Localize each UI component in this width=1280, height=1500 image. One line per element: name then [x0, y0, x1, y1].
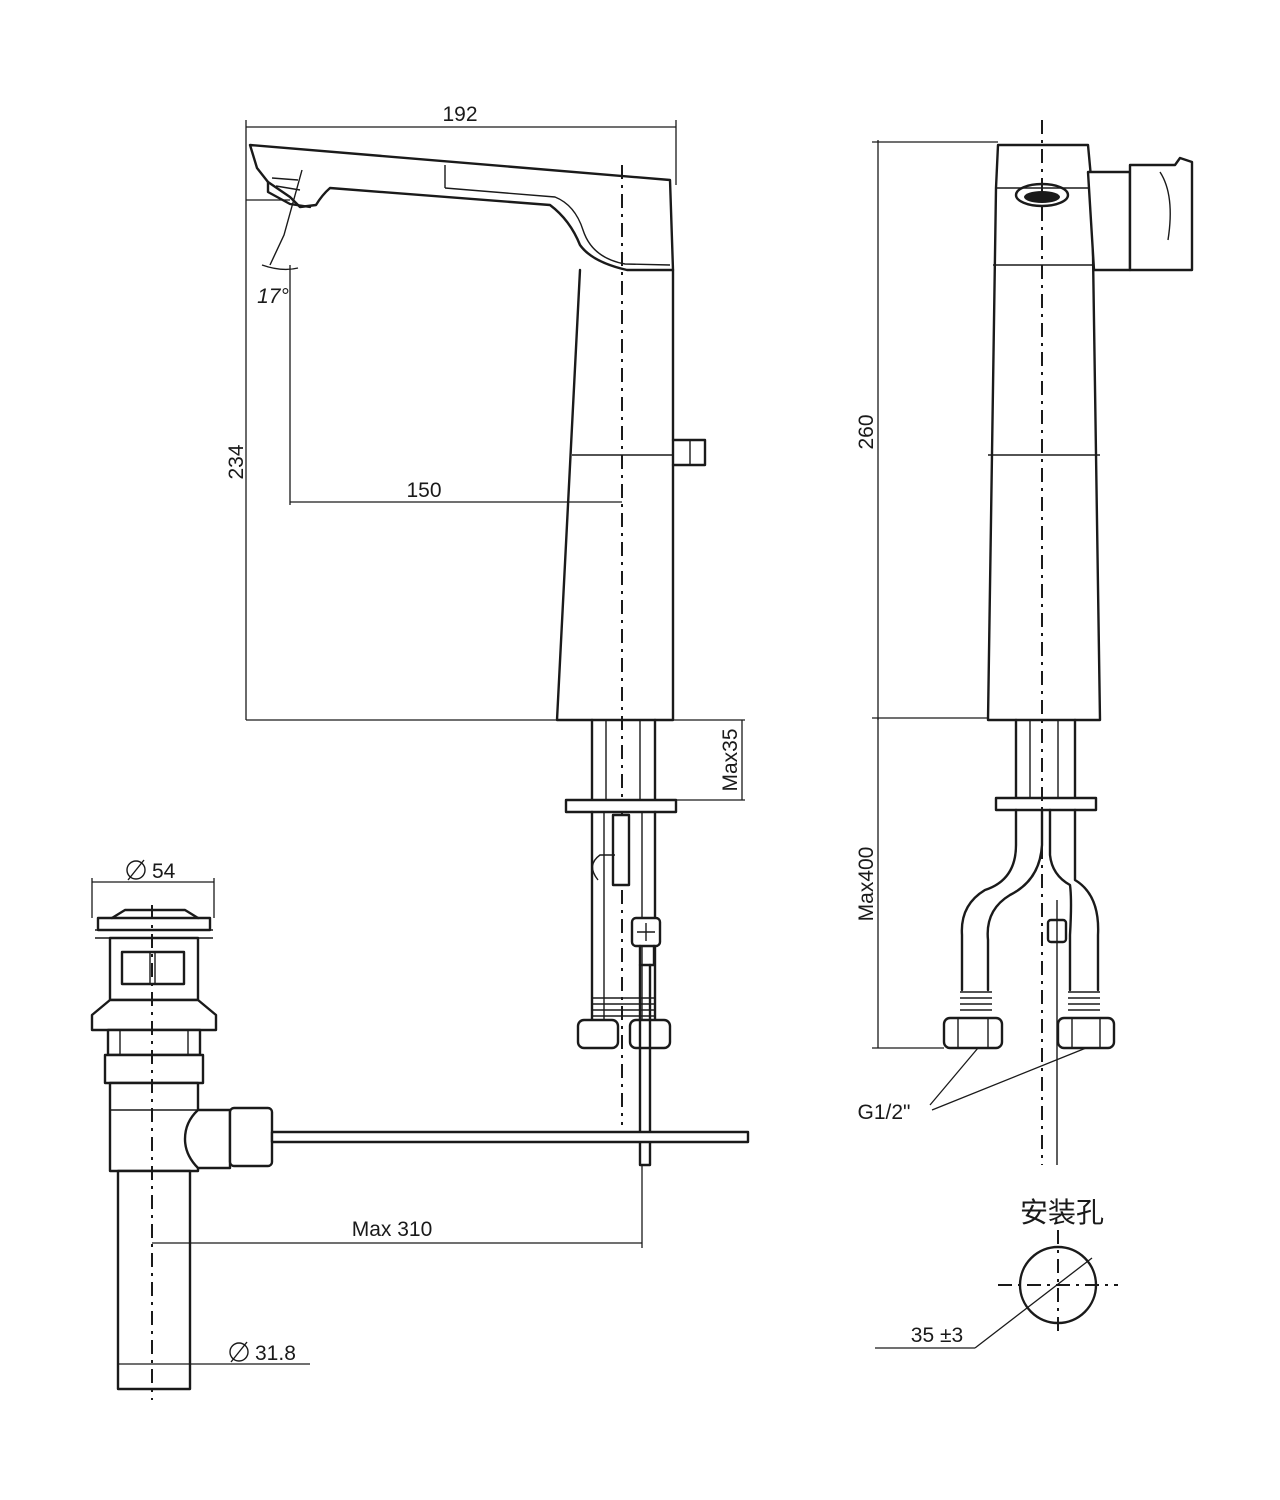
dim-260-label: 260 [855, 414, 878, 449]
thread-spec-label: G1/2" [858, 1101, 911, 1124]
front-view-shank [564, 718, 678, 1167]
angle-17-label: 17° [257, 285, 289, 308]
dim-234-label: 234 [225, 444, 248, 479]
dim-31-8: 31.8 [229, 1341, 296, 1365]
dim-54: 54 [126, 859, 176, 883]
dimension-lines [91, 120, 1087, 1389]
dim-31-8-label: 31.8 [255, 1342, 296, 1365]
dim-max35-label: Max35 [719, 728, 742, 791]
dim-max310-label: Max 310 [352, 1218, 433, 1241]
dim-35-label: 35 ±3 [911, 1324, 963, 1347]
diameter-symbol-icon [229, 1342, 249, 1362]
diameter-symbol-icon [126, 860, 146, 880]
dim-max400-label: Max400 [855, 847, 878, 922]
dim-54-label: 54 [152, 860, 176, 883]
dim-150-label: 150 [406, 479, 441, 502]
dim-192-label: 192 [442, 103, 477, 126]
front-view-faucet [248, 143, 707, 722]
side-view-faucet [942, 143, 1194, 1050]
mounting-hole-detail [875, 1230, 1118, 1349]
mounting-hole-title: 安装孔 [1020, 1196, 1104, 1229]
drain-assembly [90, 908, 750, 1391]
